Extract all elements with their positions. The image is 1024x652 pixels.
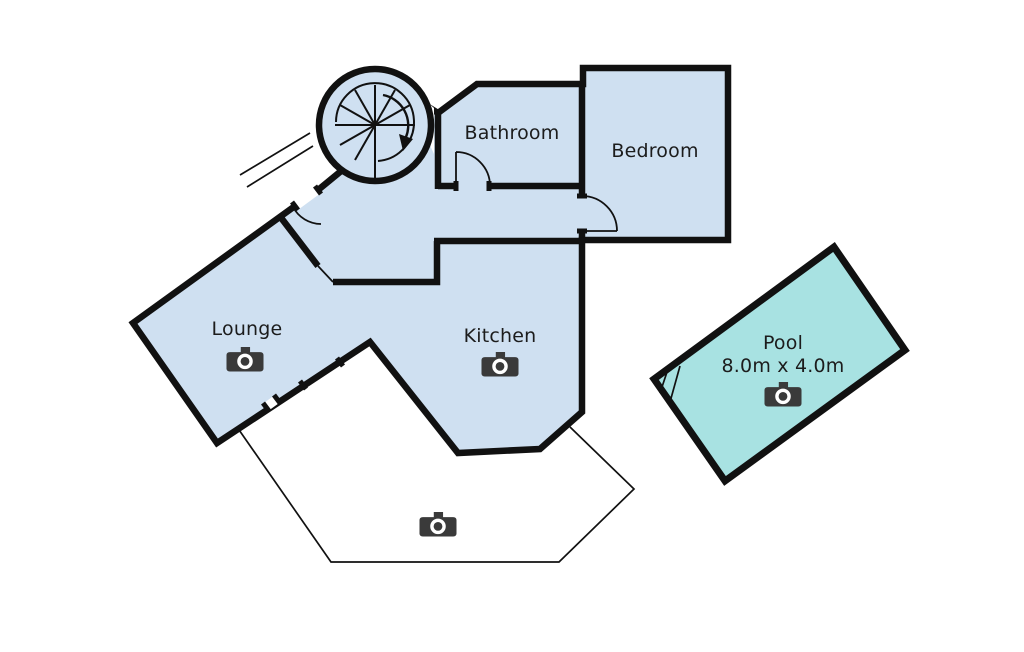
camera-icon[interactable] [419, 510, 457, 537]
spiral-staircase-icon [315, 65, 435, 185]
pool-steps-hatch [659, 365, 681, 403]
pool-shape [649, 242, 910, 486]
patio-camera-icon[interactable] [419, 512, 456, 536]
door-arcs [292, 151, 618, 232]
lounge-label: Lounge [211, 318, 283, 340]
lounge-camera-icon[interactable] [226, 347, 263, 371]
bathroom-label: Bathroom [464, 122, 560, 144]
front-door-arc [292, 206, 322, 225]
camera-icon[interactable] [764, 380, 802, 407]
hall-opening-line [317, 265, 334, 283]
kitchen-camera-icon[interactable] [481, 352, 518, 376]
camera-icon[interactable] [226, 345, 264, 372]
entry-steps-lines [239, 132, 314, 188]
pool-dimensions-label: 8.0m x 4.0m [721, 355, 845, 377]
kitchen-label: Kitchen [463, 325, 537, 347]
pool-camera-icon[interactable] [764, 382, 801, 406]
patio-outline [236, 426, 636, 563]
pool-label: Pool [762, 332, 804, 354]
bathroom-door-arc [455, 151, 491, 187]
bedroom-label: Bedroom [611, 140, 699, 162]
stair-direction-arrow [382, 93, 410, 138]
camera-icon[interactable] [481, 350, 519, 377]
bedroom-door-arc [581, 195, 618, 232]
